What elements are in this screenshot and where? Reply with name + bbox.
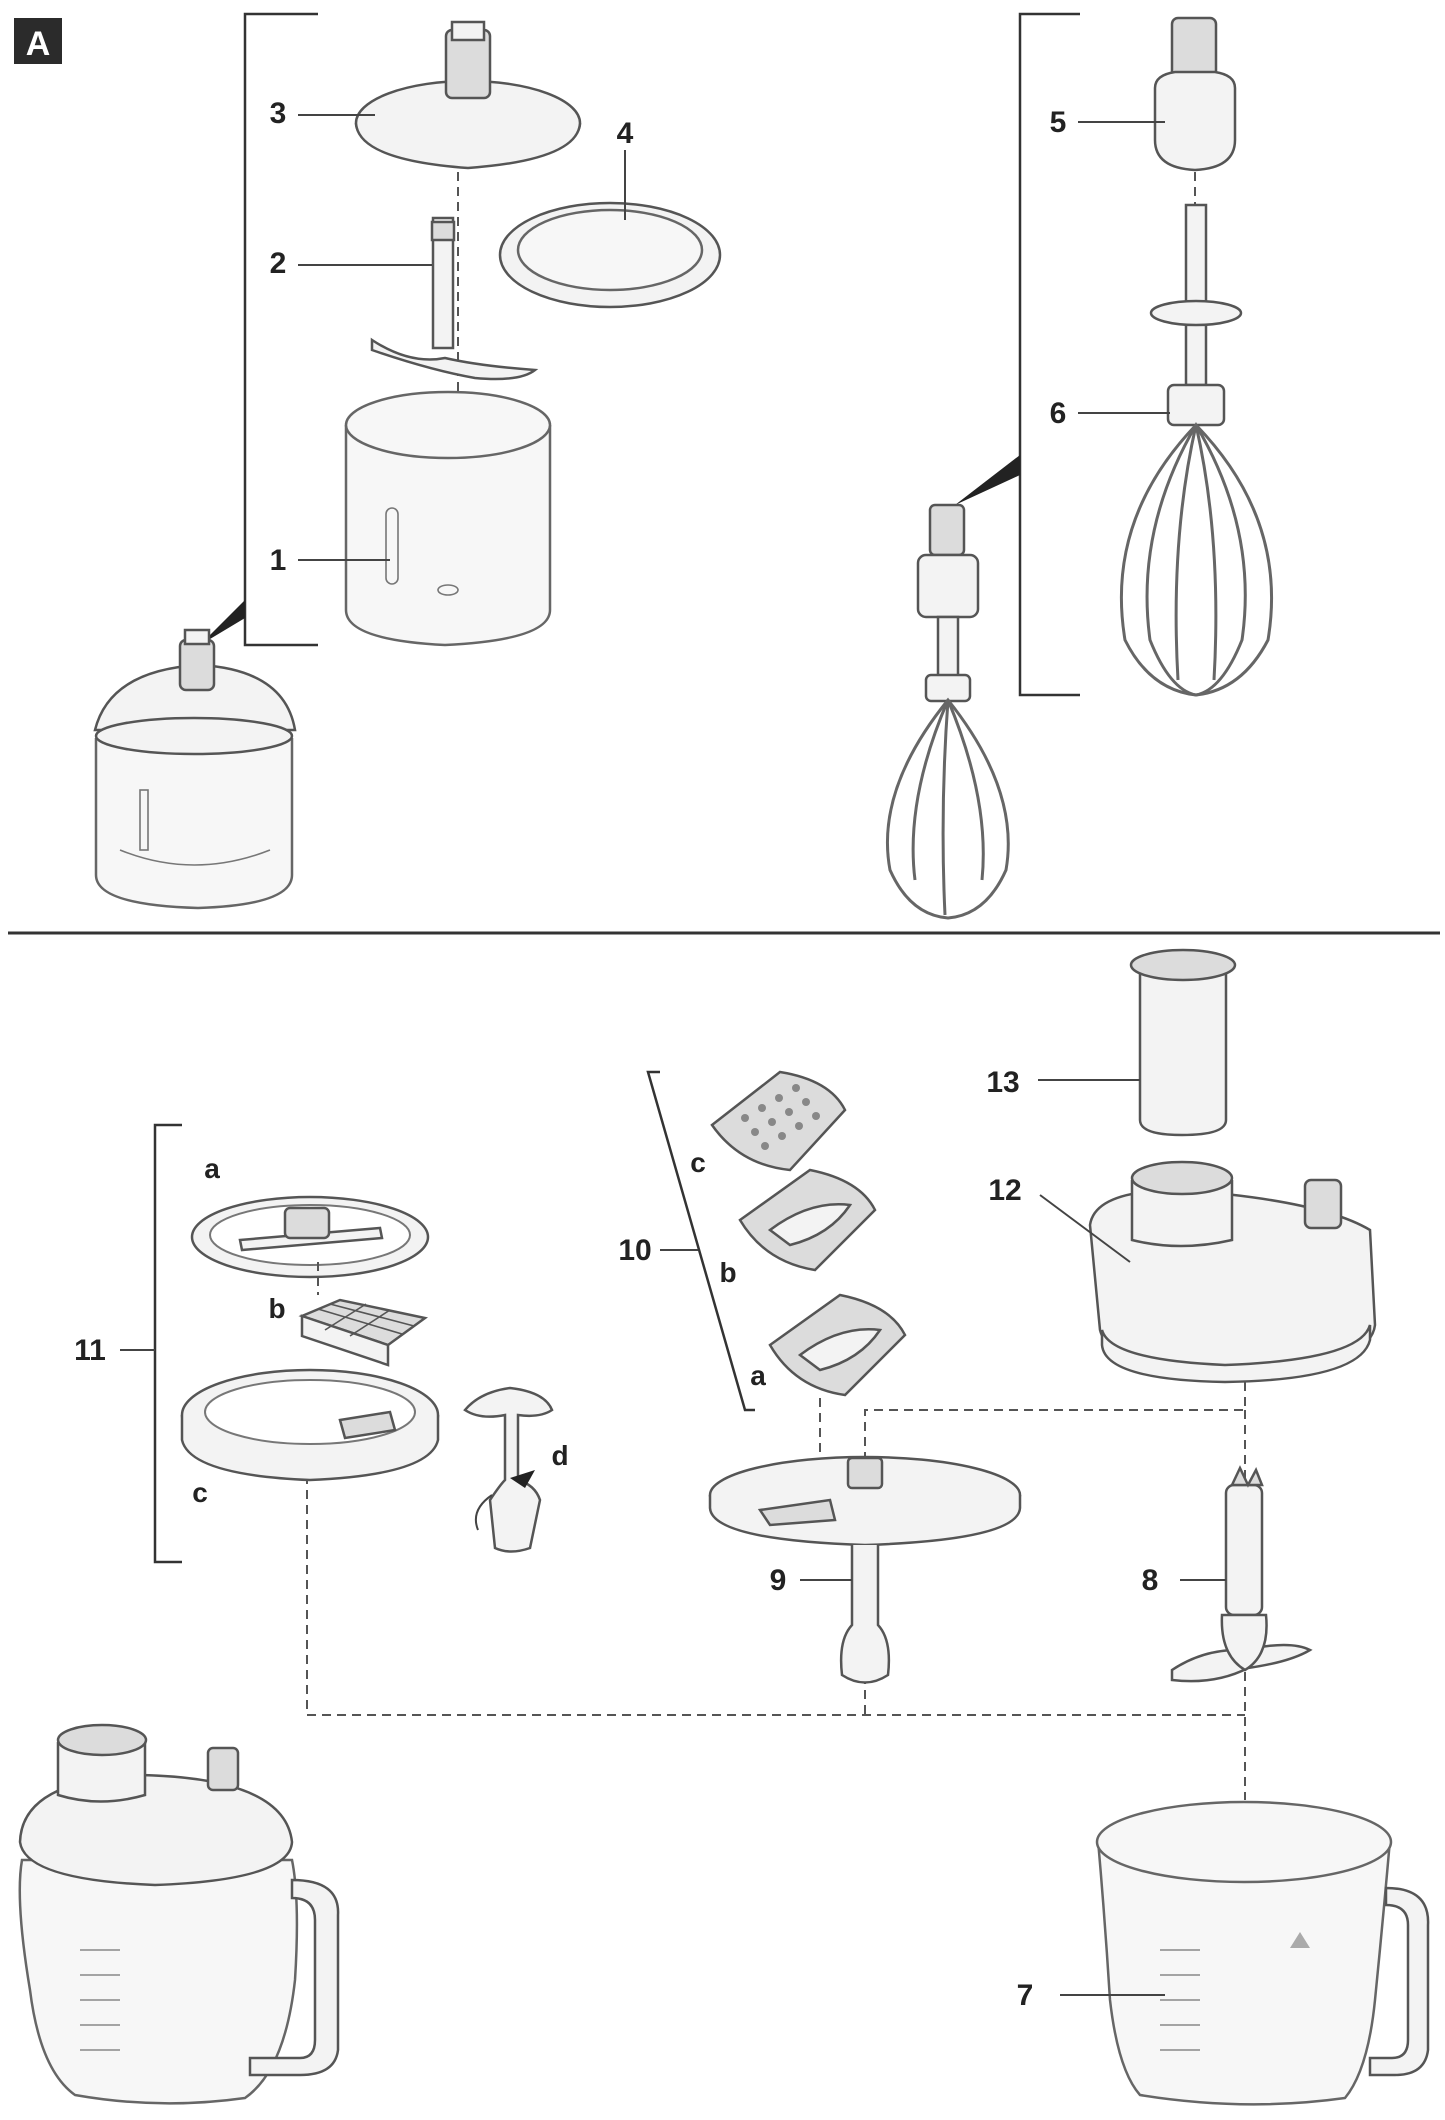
label-10b: b [719, 1257, 736, 1288]
chopper-pointer [200, 600, 245, 645]
insert-a [768, 1293, 907, 1397]
chopper-blade [370, 216, 539, 381]
insert-c [710, 1070, 847, 1172]
label-11c: c [192, 1477, 208, 1508]
processor-lid [1088, 1160, 1377, 1384]
dicing-ring-a [190, 1195, 430, 1279]
figure-badge: A [14, 18, 62, 64]
whisk-bracket [1018, 12, 1080, 697]
label-13: 13 [986, 1066, 1019, 1099]
whisk-gear [1153, 16, 1237, 172]
callout-7: 7 [1017, 1979, 1165, 2012]
connection-lines [306, 1382, 1246, 1800]
callout-1: 1 [270, 544, 390, 577]
callout-12: 12 [988, 1174, 1131, 1263]
label-8: 8 [1142, 1564, 1159, 1597]
inserts-bracket [646, 1070, 755, 1412]
label-3: 3 [270, 97, 287, 130]
processor-blade [1170, 1465, 1313, 1683]
callout-13: 13 [986, 1066, 1140, 1099]
assembled-processor-left [18, 1723, 340, 2105]
assembled-chopper [93, 628, 297, 910]
label-11: 11 [74, 1334, 106, 1367]
insert-b [738, 1168, 877, 1272]
badge-letter: A [26, 25, 51, 63]
chopper-bowl [344, 390, 552, 647]
assembled-whisk [886, 503, 1010, 920]
chopper-lid [354, 20, 582, 170]
slicing-disc [708, 1455, 1022, 1684]
callout-6: 6 [1050, 397, 1170, 430]
callout-9: 9 [770, 1564, 852, 1597]
callout-11: 11 [74, 1334, 155, 1367]
processor-bowl [1095, 1800, 1430, 2106]
label-11a: a [204, 1153, 220, 1184]
callout-2: 2 [270, 247, 432, 280]
whisk-pointer [955, 455, 1020, 505]
label-10c: c [690, 1147, 706, 1178]
label-5: 5 [1050, 106, 1067, 139]
label-6: 6 [1050, 397, 1067, 430]
storage-lid [498, 201, 722, 309]
callout-4: 4 [617, 117, 634, 220]
dicing-disc-c [180, 1368, 440, 1482]
food-pusher [1129, 948, 1237, 1137]
cleaning-tool-d [463, 1386, 554, 1553]
label-7: 7 [1017, 1979, 1034, 2012]
whisk [1119, 203, 1274, 697]
callout-10: 10 [618, 1234, 698, 1267]
callout-3: 3 [270, 97, 375, 130]
label-11b: b [268, 1293, 285, 1324]
label-10: 10 [618, 1234, 651, 1267]
dicing-bracket [153, 1123, 182, 1564]
label-11d: d [551, 1440, 568, 1471]
dicing-grid-b [298, 1298, 429, 1367]
label-9: 9 [770, 1564, 787, 1597]
callout-8: 8 [1142, 1564, 1226, 1597]
label-10a: a [750, 1360, 766, 1391]
chopper-bracket [243, 12, 318, 647]
label-12: 12 [988, 1174, 1021, 1207]
label-4: 4 [617, 117, 634, 150]
callout-5: 5 [1050, 106, 1165, 139]
label-2: 2 [270, 247, 287, 280]
label-1: 1 [270, 544, 287, 577]
